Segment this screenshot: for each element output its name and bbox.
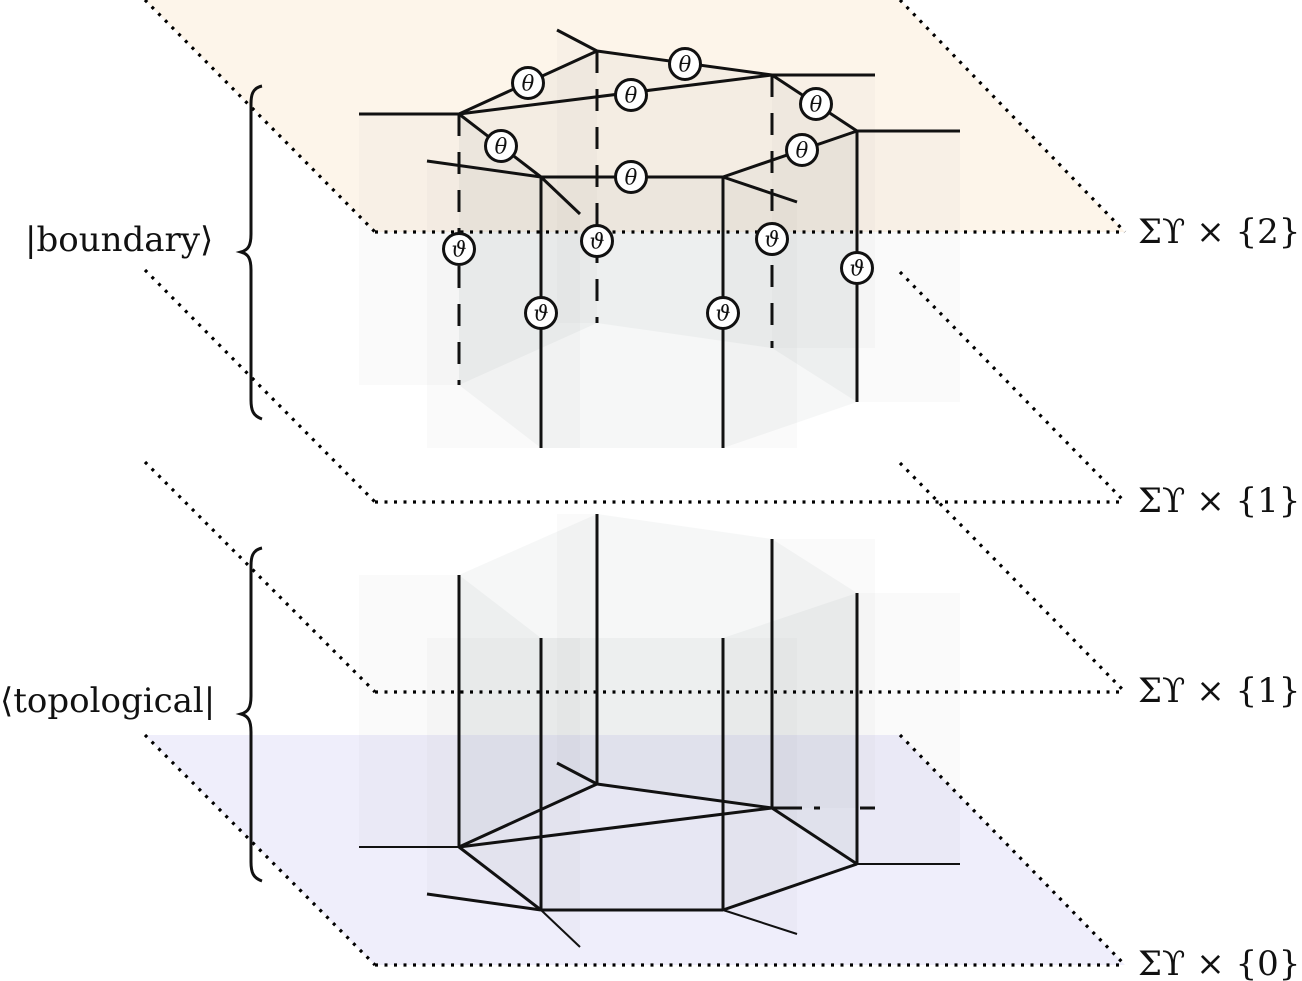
- top-external-leg: [556, 28, 598, 53]
- plane-2-label: Σϒ × {2}: [1138, 212, 1300, 252]
- plane-1b-right-edge: [898, 461, 1127, 694]
- plane-1b-left-edge: [143, 460, 377, 694]
- plane-1b-label: Σϒ × {1}: [1138, 671, 1300, 711]
- theta-node-circle: [785, 133, 819, 167]
- vartheta-node-symbol: ϑ: [764, 228, 779, 252]
- labels: |boundary⟩ ⟨topological| Σϒ × {2} Σϒ × {…: [0, 212, 1300, 981]
- plane-2-right-edge: [898, 0, 1127, 234]
- bottom-external-leg: [722, 909, 798, 935]
- prism-walls: [359, 30, 960, 947]
- theta-node-symbol: θ: [625, 84, 638, 108]
- upper-leg-face: [359, 114, 459, 385]
- boundary-brace: [235, 84, 263, 421]
- bottom-hex-edge: [596, 782, 773, 810]
- theta-node-circle: [614, 160, 648, 194]
- vartheta-node-symbol: ϑ: [533, 302, 548, 326]
- bottom-external-leg: [426, 892, 542, 912]
- vartheta-node-circle: [706, 296, 740, 330]
- lower-leg-face: [857, 593, 960, 864]
- braces: [235, 84, 263, 883]
- lower-wall-face: [772, 539, 857, 864]
- vartheta-node-circle: [442, 232, 476, 266]
- lower-wall-face: [459, 575, 541, 910]
- bottom-hex-edge: [771, 806, 858, 866]
- plane-0-label: Σϒ × {0}: [1138, 944, 1300, 981]
- vartheta-node-circle: [755, 222, 789, 256]
- bottom-diagonal-edge: [458, 806, 773, 849]
- bottom-hex-edge: [458, 782, 598, 849]
- top-external-leg: [722, 175, 798, 204]
- upper-leg-face: [427, 161, 541, 448]
- vartheta-node-symbol: ϑ: [715, 302, 730, 326]
- top-external-leg: [426, 159, 542, 179]
- upper-leg-face: [541, 177, 580, 448]
- string-net: [359, 28, 960, 948]
- theta-node-circle: [799, 87, 833, 121]
- theta-node-symbol: θ: [796, 139, 809, 163]
- theta-node-symbol: θ: [810, 93, 823, 117]
- lower-leg-face: [772, 539, 875, 808]
- bottom-hex-edge: [458, 845, 542, 912]
- upper-wall-face: [723, 131, 857, 448]
- theta-node-symbol: θ: [679, 53, 692, 77]
- lower-wall-face: [597, 514, 772, 808]
- lower-wall-face: [459, 514, 597, 847]
- plane-0-fill: [145, 735, 1125, 965]
- lower-leg-face: [359, 575, 459, 847]
- lower-leg-face: [541, 638, 580, 947]
- lower-leg-face: [557, 514, 597, 784]
- theta-node-circle: [614, 78, 648, 112]
- plane-1a-left-edge: [143, 268, 377, 504]
- theta-node-circle: [484, 129, 518, 163]
- bottom-external-leg: [556, 761, 598, 786]
- planes: [145, 0, 1125, 965]
- lower-leg-face: [427, 638, 541, 910]
- plane-outlines: [143, 0, 1127, 967]
- topological-brace: [235, 546, 263, 883]
- lower-leg-face: [723, 638, 797, 935]
- vartheta-node-circle: [580, 224, 614, 258]
- boundary-state-label: |boundary⟩: [25, 220, 213, 260]
- vartheta-node-circle: [840, 251, 874, 285]
- topological-state-label: ⟨topological|: [0, 681, 215, 721]
- plane-0-left-edge: [143, 733, 377, 967]
- vartheta-node-symbol: ϑ: [589, 230, 604, 254]
- plane-1a-label: Σϒ × {1}: [1138, 481, 1300, 521]
- bottom-external-leg: [540, 909, 581, 948]
- theta-node-symbol: θ: [625, 166, 638, 190]
- plane-2-left-edge: [143, 0, 377, 234]
- upper-wall-face: [597, 51, 772, 348]
- bottom-hex-edge: [722, 862, 858, 912]
- upper-wall-face: [459, 114, 541, 448]
- lower-wall-face: [541, 638, 723, 910]
- theta-node-symbol: θ: [495, 135, 508, 159]
- plane-1a-right-edge: [898, 270, 1127, 504]
- theta-node-symbol: θ: [522, 72, 535, 96]
- theta-node-circle: [668, 47, 702, 81]
- top-external-leg: [539, 175, 582, 216]
- lower-wall-face: [723, 593, 857, 910]
- upper-leg-face: [857, 131, 960, 402]
- plane-0-right-edge: [898, 733, 1127, 967]
- vartheta-node-symbol: ϑ: [849, 257, 864, 281]
- vartheta-node-circle: [524, 296, 558, 330]
- plane-2-fill: [145, 0, 1125, 232]
- theta-node-circle: [511, 66, 545, 100]
- vartheta-node-symbol: ϑ: [451, 238, 466, 262]
